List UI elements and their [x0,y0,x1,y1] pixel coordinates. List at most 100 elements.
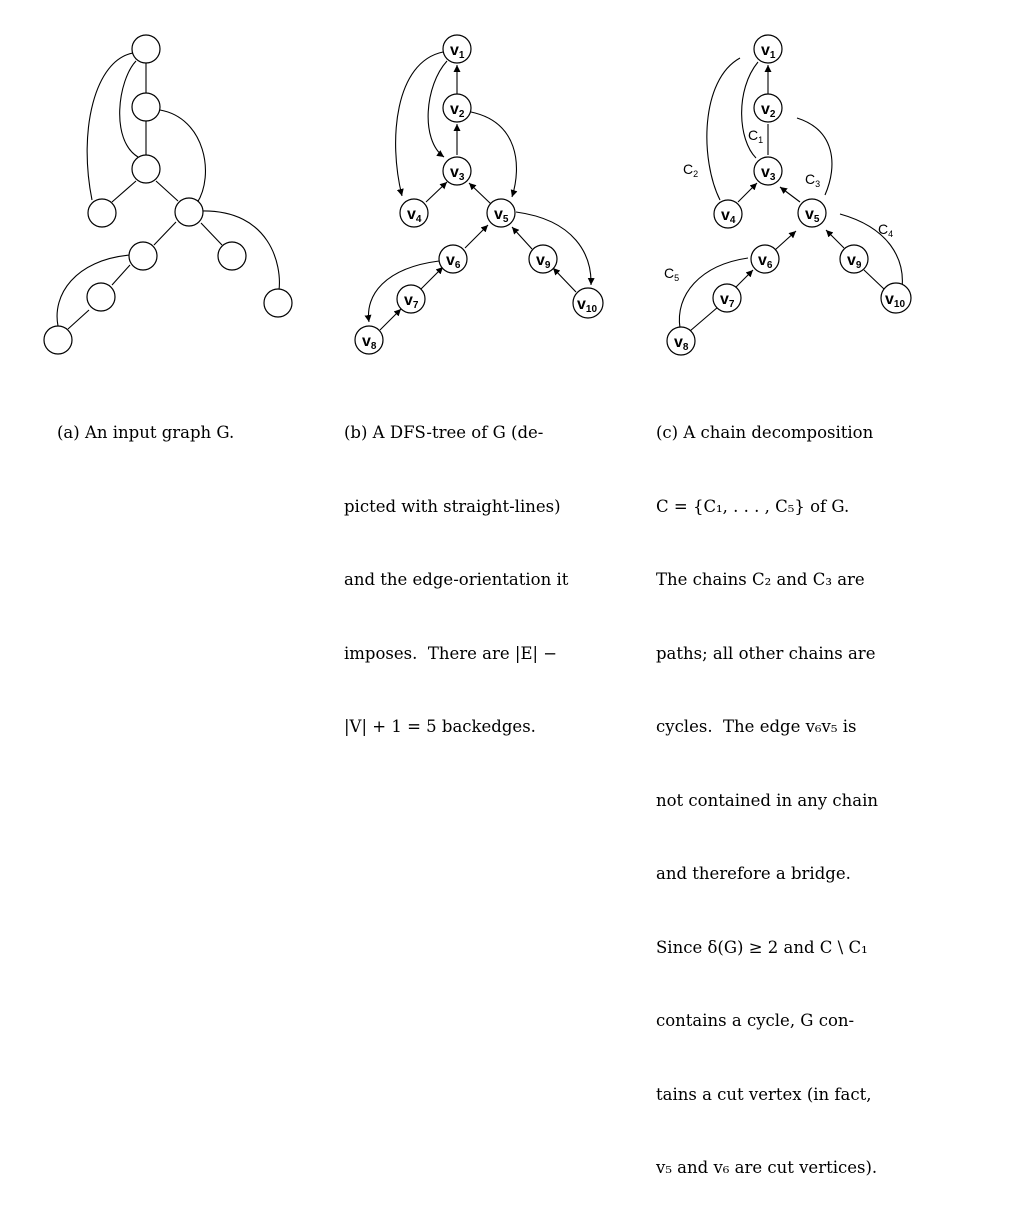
graph-node [131,92,161,122]
tree-edge-v9-v5 [511,226,533,250]
caption-line: paths; all other chains are [656,643,876,663]
vertex-v5: v5 [486,198,516,228]
graph-a-nodes [43,34,293,355]
chain-edge-v10-v9 [863,269,885,290]
vertex-v8: v8 [354,325,384,355]
graph-node [174,197,204,227]
graph-node [87,198,117,228]
caption-line: (a) An input graph G. [57,423,235,442]
backedge-v1-v3 [427,60,448,158]
vertex-v4: v4 [713,199,743,229]
vertex-v9: v9 [839,244,869,274]
graph-node [86,282,116,312]
vertex-v9: v9 [528,244,558,274]
vertex-v5: v5 [797,198,827,228]
graph-c-nodes: v1 v2 v3 v4 v5 v6 v9 v7 v10 v8 [666,34,912,356]
caption-line: The chains C₂ and C₃ are [656,570,865,589]
graph-node [131,154,161,184]
vertex-v3: v3 [753,156,783,186]
chain-label-c5: C5 [664,265,679,283]
svg-text:v1: v1 [761,42,776,61]
tree-edge-v5-v3 [468,182,492,205]
chain-label-c3: C3 [805,171,820,189]
chain-edge-v8-v7 [689,306,719,332]
caption-line: (c) A chain decomposition [656,423,874,442]
svg-text:v3: v3 [761,164,776,183]
figure-canvas: v1 v2 v3 v4 v5 v6 v9 v7 v10 v8 [43,34,912,356]
graph-node [128,241,158,271]
edge [155,180,179,202]
svg-text:v1: v1 [450,42,465,61]
graph-b-nodes: v1 v2 v3 v4 v5 v6 v9 v7 v10 v8 [354,34,604,355]
chain-edge-v7-v6 [732,269,754,291]
backedge [86,52,134,201]
caption-line: (b) A DFS-tree of G (de- [344,423,544,442]
chain-edge-v9-v5 [825,229,845,249]
chain-edge-v4-v3 [737,182,758,203]
graph-node [131,34,161,64]
vertex-v7: v7 [712,283,742,313]
backedge [201,210,280,291]
edge [200,222,223,246]
caption-line: cycles. The edge v₆v₅ is [656,717,857,736]
vertex-v2: v2 [753,93,783,123]
vertex-v10: v10 [572,287,604,319]
svg-text:v5: v5 [805,206,820,225]
graph-b: v1 v2 v3 v4 v5 v6 v9 v7 v10 v8 [354,34,604,355]
vertex-v10: v10 [880,282,912,314]
tree-edge-v10-v9 [552,267,577,293]
svg-text:v8: v8 [674,334,689,353]
vertex-v1: v1 [753,34,783,64]
chain-c5-path [678,257,749,329]
vertex-v2: v2 [442,93,472,123]
chain-c1-path [741,61,759,159]
vertex-v6: v6 [750,244,780,274]
chain-label-c1: C1 [748,127,763,145]
caption-line: C = {C₁, . . . , C₅} of G. [656,496,850,516]
backedge [119,60,139,158]
svg-text:v8: v8 [362,333,377,352]
svg-text:v2: v2 [761,101,776,120]
chain-labels: C1 C2 C3 C4 C5 [664,127,893,283]
svg-text:v2: v2 [450,101,465,120]
svg-text:v9: v9 [847,252,862,271]
backedge-v6-v8 [364,260,440,323]
caption-line: not contained in any chain [656,790,878,810]
caption-line: picted with straight-lines) [344,496,561,516]
tree-edge-v8-v7 [379,308,402,331]
tree-edge-v6-v5 [464,224,489,249]
svg-text:v6: v6 [758,252,773,271]
graph-node [263,288,293,318]
bridge-v6-v5 [774,230,797,251]
caption-line: contains a cycle, G con- [656,1011,855,1030]
svg-text:v7: v7 [720,291,735,310]
caption-line: and therefore a bridge. [656,864,851,883]
svg-text:v10: v10 [577,296,597,315]
chain-c2-path [706,57,741,201]
chain-label-c4: C4 [878,221,893,239]
backedge [159,109,206,204]
graph-c: v1 v2 v3 v4 v5 v6 v9 v7 v10 v8 C1 C2 [664,34,912,356]
graph-node [217,241,247,271]
backedge [56,254,131,327]
edge [111,264,131,286]
vertex-v4: v4 [399,198,429,228]
tree-edge-v4-v3 [425,181,448,203]
edge [153,221,177,246]
caption-line: Since δ(G) ≥ 2 and C \ C₁ [656,937,868,957]
graph-c-edges [678,57,903,332]
vertex-v6: v6 [438,244,468,274]
caption-a: (a) An input graph G. [57,372,234,470]
backedge-v1-v4 [395,51,444,197]
caption-line: |V| + 1 = 5 backedges. [344,717,536,736]
graph-a-edges [56,52,280,330]
svg-text:v7: v7 [404,292,419,311]
vertex-v3: v3 [442,156,472,186]
edge [111,180,137,203]
vertex-v1: v1 [442,34,472,64]
svg-text:v9: v9 [536,252,551,271]
caption-b: (b) A DFS-tree of G (de- picted with str… [344,372,614,764]
caption-line: tains a cut vertex (in fact, [656,1084,872,1104]
caption-line: v₅ and v₆ are cut vertices). [656,1158,878,1177]
vertex-v7: v7 [396,284,426,314]
